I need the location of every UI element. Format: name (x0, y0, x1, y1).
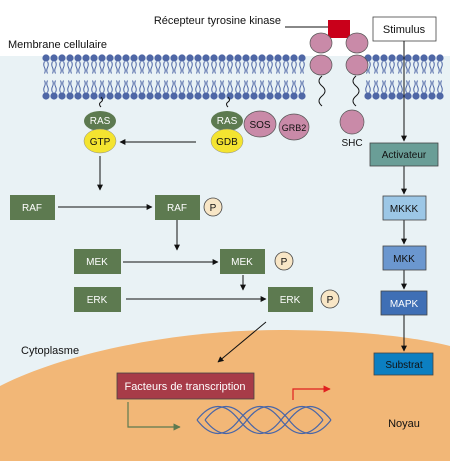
gdb-label: GDB (216, 137, 238, 148)
grb2-label: GRB2 (282, 123, 307, 133)
shc-protein (339, 109, 365, 135)
phosphate-label: P (281, 257, 288, 268)
transcription-factors-box (116, 372, 255, 400)
grb2-protein (278, 113, 310, 141)
sos-label: SOS (249, 120, 270, 131)
erk-active-box (268, 287, 313, 312)
shc-label: SHC (341, 138, 362, 149)
mapk-label: MAPK (390, 299, 419, 310)
red-arrow (292, 385, 331, 400)
phosphate-circle (203, 197, 223, 217)
raf-label: RAF (22, 203, 42, 214)
ras-gdb-sos-complex (210, 96, 277, 154)
ras-label: RAS (90, 116, 111, 127)
mapk-box (380, 290, 428, 316)
erk-active-label: ERK (280, 295, 301, 306)
dna-double-helix (196, 405, 332, 435)
mek-active-label: MEK (231, 257, 253, 268)
phosphate-label: P (327, 295, 334, 306)
phosphate-circle (274, 251, 294, 271)
gtp-label: GTP (90, 137, 111, 148)
mkk-label: MKK (393, 254, 415, 265)
green-arrow (127, 402, 181, 431)
ras-label: RAS (217, 116, 238, 127)
activator-box (369, 142, 439, 167)
sos-protein (243, 110, 277, 138)
membrane-label: Membrane cellulaire (8, 39, 107, 51)
receptor-label: Récepteur tyrosine kinase (154, 15, 281, 27)
activator-label: Activateur (382, 150, 427, 161)
mkkk-label: MKKK (390, 204, 419, 215)
left-arrows (58, 139, 267, 363)
stimulus-label: Stimulus (383, 24, 426, 36)
raf-active-label: RAF (167, 203, 187, 214)
receptor-tyrosine-kinase (278, 20, 369, 141)
phosphate-circle (320, 289, 340, 309)
substrate-box (373, 352, 434, 376)
mek-active-box (220, 249, 265, 274)
erk-label: ERK (87, 295, 108, 306)
stimulus-box (372, 16, 437, 42)
ras-gtp-complex (83, 96, 117, 154)
substrate-label: Substrat (385, 360, 422, 371)
phosphate-label: P (210, 203, 217, 214)
erk-box (74, 287, 121, 312)
mek-label: MEK (86, 257, 108, 268)
raf-box (10, 195, 55, 220)
mkkk-box (382, 195, 427, 221)
cytoplasm-label: Cytoplasme (21, 345, 79, 357)
raf-active-box (155, 195, 200, 220)
mek-box (74, 249, 121, 274)
mkk-box (382, 245, 427, 271)
nucleus-label: Noyau (388, 418, 420, 430)
transcription-factors-label: Facteurs de transcription (124, 381, 245, 393)
